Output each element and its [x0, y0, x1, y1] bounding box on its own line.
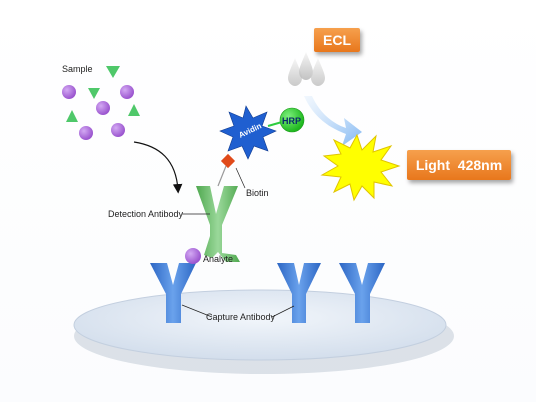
- sample-label: Sample: [62, 64, 93, 74]
- analyte-bound: [185, 248, 201, 264]
- sample-analyte: [120, 85, 134, 99]
- detection-antibody: [196, 186, 240, 262]
- hrp-link: [267, 121, 283, 127]
- sample-particles: [62, 66, 140, 140]
- sample-triangle: [128, 104, 140, 116]
- capture-antibody-3: [339, 263, 385, 323]
- biotin-marker: [220, 153, 236, 169]
- light-label: Light 428nm: [415, 157, 503, 173]
- detection-antibody-label: Detection Antibody: [108, 209, 184, 219]
- capture-antibody-leader-right: [271, 305, 295, 318]
- sample-analyte: [111, 123, 125, 137]
- sample-analyte: [79, 126, 93, 140]
- hrp-label: HRP: [282, 116, 301, 126]
- capture-antibody-label: Capture Antibody: [206, 312, 276, 322]
- sample-analyte: [96, 101, 110, 115]
- capture-antibody-leader-left: [181, 304, 213, 318]
- analyte-label: Analyte: [203, 254, 233, 264]
- biotin-label: Biotin: [246, 188, 269, 198]
- ecl-callout: ECL: [314, 28, 360, 52]
- light-callout: Light 428nm: [407, 150, 511, 180]
- sample-triangle: [66, 110, 78, 122]
- biotin-leader: [235, 167, 246, 189]
- biotin-link: [217, 165, 227, 187]
- sample-flow-arrow: [133, 141, 183, 194]
- capture-antibody-2: [277, 263, 321, 323]
- light-burst: [320, 133, 401, 202]
- assay-plate: [73, 289, 447, 361]
- hrp-enzyme: [279, 107, 305, 133]
- ecl-label: ECL: [323, 32, 351, 48]
- sample-triangle: [106, 66, 120, 78]
- avidin-star: [219, 105, 277, 160]
- sample-triangle: [88, 88, 100, 99]
- capture-antibody-1: [150, 263, 196, 323]
- sample-analyte: [62, 85, 76, 99]
- ecl-reaction-arrow: [304, 96, 362, 146]
- ecl-substrate-drops: [288, 52, 325, 86]
